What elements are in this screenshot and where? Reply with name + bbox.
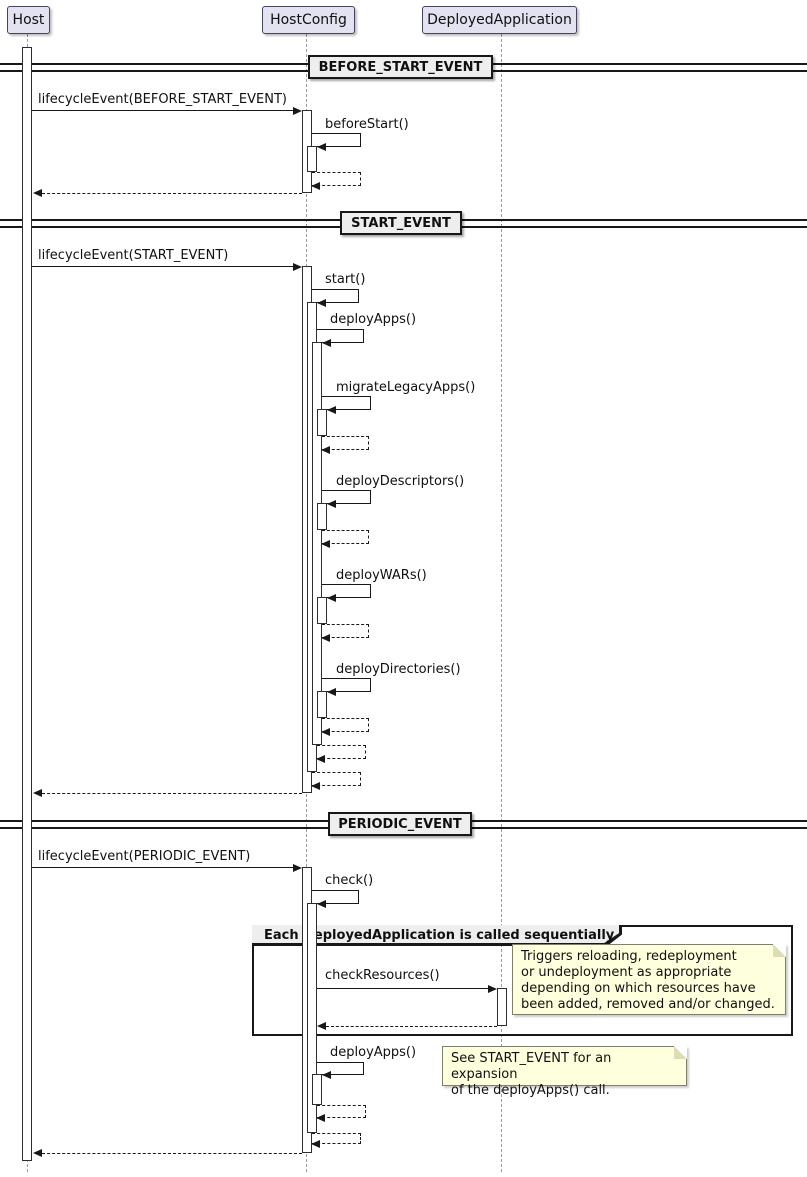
- message-label-migrate-legacy-apps: migrateLegacyApps(): [336, 380, 476, 395]
- message-label-deploy-apps: deployApps(): [330, 312, 417, 327]
- arrow-check-resources: [317, 988, 488, 989]
- group-header-fill: [252, 925, 619, 943]
- participant-host-label: Host: [12, 12, 45, 28]
- message-label-deploy-descriptors: deployDescriptors(): [336, 474, 465, 489]
- arrowhead: [33, 189, 42, 197]
- message-label-start: start(): [325, 272, 366, 287]
- activation-hostconfig-deploy-descriptors: [317, 503, 327, 530]
- activation-hostconfig-migrate-legacy-apps: [317, 409, 327, 436]
- activation-hostconfig-deploy-wars: [317, 597, 327, 624]
- self-call-deploy-wars: [322, 584, 371, 602]
- arrowhead: [311, 782, 320, 790]
- self-call-before-start: [312, 133, 361, 151]
- return-to-host-3: [42, 1153, 302, 1154]
- divider-start-event: START_EVENT: [340, 211, 462, 235]
- self-call-deploy-apps: [317, 329, 364, 347]
- participant-deployedapplication: DeployedApplication: [422, 6, 577, 34]
- return-check-resources: [326, 1026, 497, 1027]
- arrowhead: [311, 1140, 320, 1148]
- self-call-deploy-descriptors: [322, 490, 371, 508]
- message-label-check-resources: checkResources(): [325, 968, 440, 983]
- divider-label: PERIODIC_EVENT: [338, 816, 462, 832]
- self-return-migrate-legacy-apps: [321, 436, 369, 454]
- arrow-lifecycle-start: [32, 266, 293, 267]
- self-call-deploy-directories: [322, 678, 371, 696]
- arrowhead: [311, 182, 320, 190]
- divider-label: START_EVENT: [351, 215, 451, 231]
- activation-hostconfig-before-start: [307, 146, 317, 172]
- message-label-deploy-apps-periodic: deployApps(): [330, 1045, 417, 1060]
- arrowhead: [327, 500, 336, 508]
- self-return-deploy-apps: [316, 745, 366, 763]
- arrowhead: [33, 789, 42, 797]
- participant-host: Host: [7, 6, 50, 34]
- self-call-deploy-apps-periodic: [317, 1062, 364, 1079]
- group-frame: Each DeployedApplication is called seque…: [252, 925, 793, 1036]
- self-return-start: [311, 772, 361, 790]
- arrowhead: [316, 1114, 325, 1122]
- divider-periodic-event: PERIODIC_EVENT: [328, 812, 472, 836]
- self-return-deploy-directories: [321, 718, 369, 736]
- participant-deployedapplication-label: DeployedApplication: [427, 12, 572, 28]
- lifeline-deployedapplication: [501, 34, 502, 1172]
- participant-hostconfig: HostConfig: [262, 6, 355, 34]
- arrowhead: [488, 985, 497, 993]
- arrowhead: [317, 900, 326, 908]
- self-return-deploy-descriptors: [321, 530, 369, 548]
- arrowhead: [293, 107, 302, 115]
- self-call-check: [312, 890, 359, 908]
- activation-hostconfig-deploy-apps: [312, 342, 322, 745]
- arrowhead: [327, 594, 336, 602]
- activation-hostconfig-check: [307, 903, 317, 1133]
- self-call-migrate-legacy-apps: [322, 396, 371, 414]
- arrowhead: [321, 634, 330, 642]
- arrowhead: [33, 1149, 42, 1157]
- arrowhead: [293, 263, 302, 271]
- message-label-check: check(): [325, 873, 374, 888]
- self-return-deploy-wars: [321, 624, 369, 642]
- self-return-deploy-apps-periodic: [316, 1105, 366, 1122]
- arrowhead: [327, 406, 336, 414]
- message-label-lifecycle-before-start: lifecycleEvent(BEFORE_START_EVENT): [38, 92, 287, 107]
- arrowhead: [317, 299, 326, 307]
- participant-hostconfig-label: HostConfig: [270, 12, 347, 28]
- divider-before-start-event: BEFORE_START_EVENT: [308, 55, 493, 79]
- message-label-deploy-wars: deployWARs(): [336, 568, 427, 583]
- activation-host: [22, 47, 32, 1161]
- arrowhead: [327, 688, 336, 696]
- arrowhead: [317, 143, 326, 151]
- arrowhead: [316, 755, 325, 763]
- message-label-lifecycle-periodic: lifecycleEvent(PERIODIC_EVENT): [38, 849, 251, 864]
- note-deploy-apps: See START_EVENT for an expansion of the …: [442, 1046, 687, 1098]
- return-to-host-1: [42, 193, 302, 194]
- message-label-before-start: beforeStart(): [325, 117, 409, 132]
- return-to-host-2: [42, 793, 302, 794]
- arrow-lifecycle-before-start: [32, 110, 293, 111]
- message-label-lifecycle-start: lifecycleEvent(START_EVENT): [38, 248, 229, 263]
- activation-deployedapplication-check-resources: [497, 988, 507, 1026]
- arrowhead: [321, 540, 330, 548]
- arrowhead: [293, 864, 302, 872]
- note-check-resources: Triggers reloading, redeployment or unde…: [512, 944, 786, 1015]
- self-call-start: [312, 289, 359, 307]
- arrowhead: [322, 1071, 331, 1079]
- activation-hostconfig-deploy-directories: [317, 691, 327, 718]
- self-return-before-start: [311, 172, 361, 190]
- arrowhead: [321, 728, 330, 736]
- divider-label: BEFORE_START_EVENT: [318, 59, 483, 75]
- activation-hostconfig-deploy-apps-periodic: [312, 1074, 322, 1105]
- message-label-deploy-directories: deployDirectories(): [336, 662, 461, 677]
- arrow-lifecycle-periodic: [32, 867, 293, 868]
- arrowhead: [317, 1022, 326, 1030]
- self-return-check: [311, 1133, 361, 1148]
- group-label: Each DeployedApplication is called seque…: [264, 928, 615, 943]
- arrowhead: [322, 339, 331, 347]
- arrowhead: [321, 446, 330, 454]
